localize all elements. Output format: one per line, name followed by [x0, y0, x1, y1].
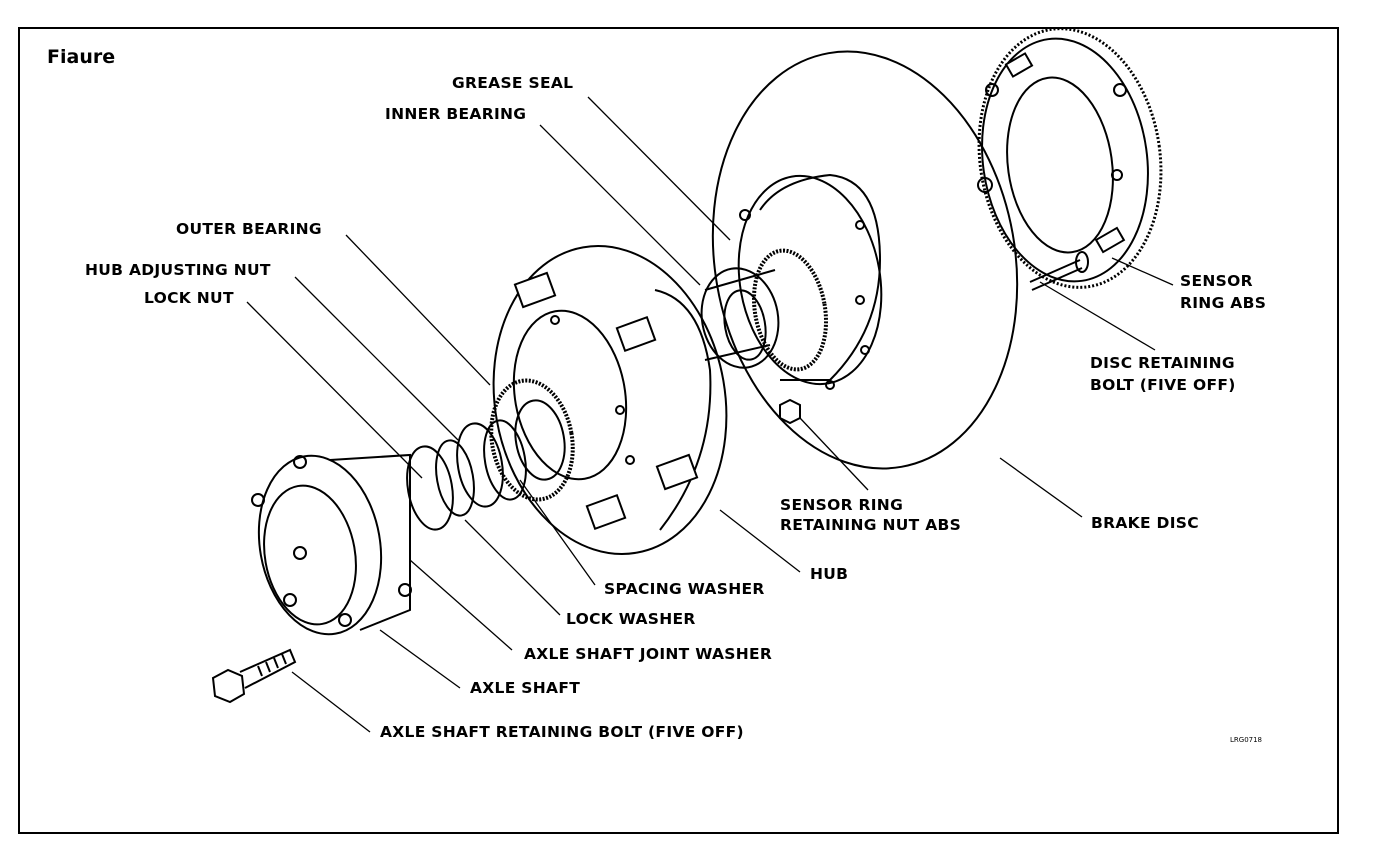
leader-spacing-washer: [519, 479, 596, 586]
label-sensor-ring-nut-line1: SENSOR RING: [780, 496, 904, 514]
leader-axle-shaft-retaining-bolt: [291, 671, 371, 733]
hub-part: [492, 245, 728, 555]
label-brake-disc: BRAKE DISC: [1091, 514, 1199, 532]
label-sensor-ring-nut-line2: RETAINING NUT ABS: [780, 516, 962, 534]
sensor-ring-nut-part: [779, 398, 801, 425]
label-disc-retaining-bolt-line2: BOLT (FIVE OFF): [1090, 376, 1236, 394]
leader-brake-disc: [999, 457, 1083, 518]
leader-disc-retaining-bolt: [1039, 281, 1156, 351]
label-axle-shaft: AXLE SHAFT: [470, 679, 581, 697]
outer-bearing-part: [489, 378, 575, 502]
nuts-and-washers-part: [406, 419, 527, 531]
label-disc-retaining-bolt-line1: DISC RETAINING: [1090, 354, 1235, 372]
leader-hub-adjusting-nut: [294, 276, 459, 441]
label-axle-shaft-joint-washer: AXLE SHAFT JOINT WASHER: [524, 645, 773, 663]
figure-title: Fiaure: [47, 46, 116, 68]
leader-sensor-ring-nut: [799, 417, 869, 491]
label-hub-adjusting-nut: HUB ADJUSTING NUT: [85, 261, 271, 279]
label-sensor-ring-abs-line2: RING ABS: [1180, 294, 1267, 312]
label-axle-shaft-retaining-bolt: AXLE SHAFT RETAINING BOLT (FIVE OFF): [380, 723, 744, 741]
label-outer-bearing: OUTER BEARING: [176, 220, 322, 238]
sensor-ring-abs-part: [977, 27, 1163, 289]
leader-axle-shaft-joint-washer: [409, 559, 513, 651]
leader-lock-nut: [246, 301, 423, 479]
label-inner-bearing: INNER BEARING: [385, 105, 527, 123]
leader-outer-bearing: [345, 234, 491, 386]
label-hub: HUB: [810, 565, 849, 583]
disc-retaining-bolt-part: [1029, 251, 1089, 291]
figure-code: LRG0718: [1230, 736, 1263, 744]
inner-bearing-part: [700, 248, 829, 372]
label-sensor-ring-abs-line1: SENSOR: [1180, 272, 1253, 290]
leader-inner-bearing: [539, 124, 701, 286]
axle-shaft-part: [251, 453, 412, 636]
label-spacing-washer: SPACING WASHER: [604, 580, 765, 598]
leader-sensor-ring: [1111, 257, 1174, 286]
axle-shaft-retaining-bolt-part: [211, 648, 297, 704]
leader-grease-seal: [587, 96, 731, 241]
leader-lock-washer: [464, 519, 561, 616]
leader-axle-shaft: [379, 629, 461, 689]
brake-disc-part: [711, 50, 1019, 470]
label-lock-washer: LOCK WASHER: [566, 610, 696, 628]
leader-hub: [719, 509, 801, 573]
label-lock-nut: LOCK NUT: [144, 289, 234, 307]
label-grease-seal: GREASE SEAL: [452, 74, 574, 92]
figure-frame: [18, 27, 1339, 834]
